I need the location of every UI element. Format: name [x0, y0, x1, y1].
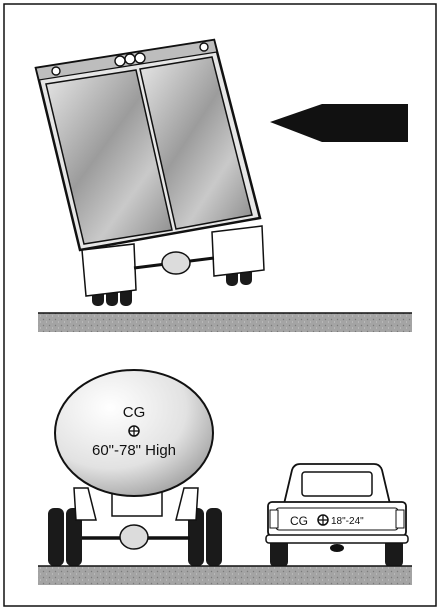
- trailer-marker-light-3: [135, 53, 145, 63]
- road-bottom: [38, 566, 412, 585]
- pickup-taillight-right: [396, 510, 404, 528]
- tanker-cg-label: CG: [123, 404, 146, 421]
- tanker-support-right: [176, 488, 198, 520]
- trailer-marker-light-2: [125, 54, 135, 64]
- pickup-truck: CG 18"-24": [266, 464, 408, 567]
- tanker-support-left: [74, 488, 96, 520]
- cg-marker-icon: [318, 515, 328, 525]
- pickup-taillight-left: [270, 510, 278, 528]
- road-top: [38, 313, 412, 332]
- pickup-cg-label: CG: [290, 514, 308, 528]
- trailer-differential: [162, 252, 190, 274]
- tanker-cg-height-label: 60"-78" High: [92, 442, 176, 459]
- tanker-truck: CG 60"-78" High: [48, 370, 222, 566]
- cg-marker-icon: [129, 426, 139, 436]
- trailer-corner-light-right: [200, 43, 208, 51]
- tilting-trailer: [36, 40, 264, 306]
- pickup-rear-window: [302, 472, 372, 496]
- wind-arrow-icon: [270, 104, 408, 142]
- trailer-corner-light-left: [52, 67, 60, 75]
- pickup-cg-height-label: 18"-24": [331, 516, 364, 527]
- pickup-bumper: [266, 535, 408, 543]
- trailer-marker-light-1: [115, 56, 125, 66]
- pickup-differential: [330, 544, 344, 552]
- tanker-tire-right-2: [206, 508, 222, 566]
- trailer-mudflap-left: [82, 244, 136, 296]
- trailer-mudflap-right: [212, 226, 264, 276]
- tanker-tire-left-1: [48, 508, 64, 566]
- tanker-differential: [120, 525, 148, 549]
